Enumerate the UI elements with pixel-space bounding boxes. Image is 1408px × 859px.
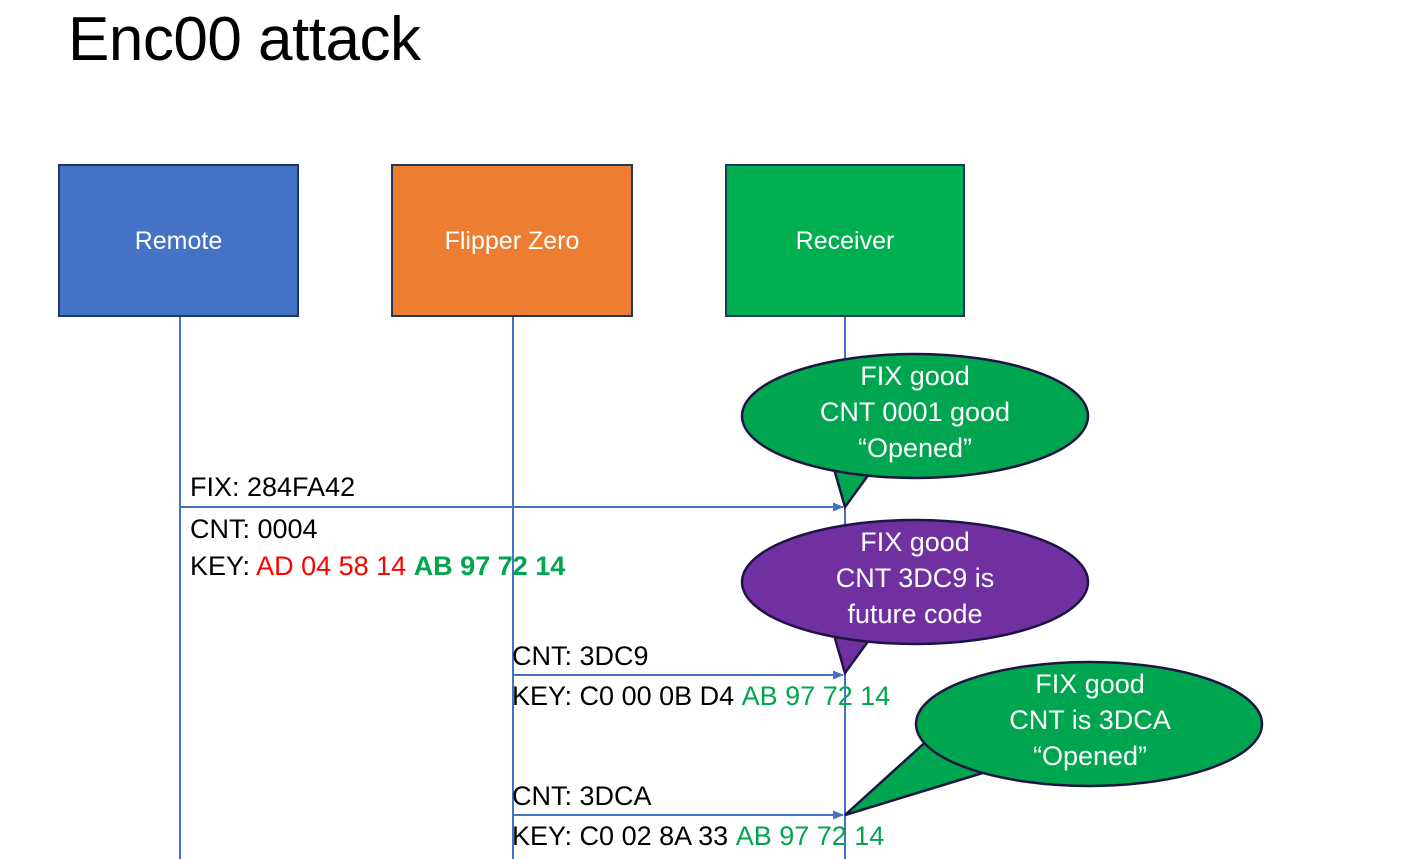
- key-red-bytes: AD 04 58 14: [256, 551, 407, 581]
- callout-bubble-2: [740, 518, 1090, 676]
- callout-line-2: CNT 0001 good: [819, 397, 1011, 427]
- page-title: Enc00 attack: [68, 5, 421, 74]
- key-prefix: KEY:: [512, 681, 580, 711]
- callout-line-1: FIX good: [1035, 669, 1145, 699]
- actor-box-remote[interactable]: Remote: [58, 164, 299, 317]
- key-space: [406, 551, 414, 581]
- key-prefix: KEY:: [190, 551, 257, 581]
- callout-text-1: FIX good CNT 0001 good “Opened”: [790, 358, 1040, 466]
- callout-line-2: CNT 3DC9 is: [835, 563, 995, 593]
- key-space: [728, 821, 736, 851]
- message-label-fix: FIX: 284FA42: [190, 472, 356, 502]
- key-green-bytes: AB 97 72 14: [735, 821, 885, 851]
- callout-text-2: FIX good CNT 3DC9 is future code: [790, 524, 1040, 632]
- actor-label-flipper: Flipper Zero: [444, 226, 580, 255]
- message-label-key-1: KEY: AD 04 58 14 AB 97 72 14: [190, 549, 565, 583]
- callout-line-3: future code: [847, 599, 983, 629]
- key-black-bytes: C0 02 8A 33: [579, 821, 729, 851]
- callout-text-3: FIX good CNT is 3DCA “Opened”: [965, 666, 1215, 774]
- actor-box-flipper[interactable]: Flipper Zero: [391, 164, 633, 317]
- message-label-key-2: KEY: C0 00 0B D4 AB 97 72 14: [512, 679, 890, 713]
- callout-line-3: “Opened”: [857, 433, 973, 463]
- key-prefix: KEY:: [512, 821, 580, 851]
- callout-line-1: FIX good: [860, 527, 970, 557]
- callout-line-2: CNT is 3DCA: [1009, 705, 1171, 735]
- key-green-bytes: AB 97 72 14: [413, 551, 566, 581]
- message-label-cnt-3dca: CNT: 3DCA: [512, 781, 652, 811]
- actor-box-receiver[interactable]: Receiver: [725, 164, 965, 317]
- key-black-bytes: C0 00 0B D4: [579, 681, 735, 711]
- message-label-key-3: KEY: C0 02 8A 33 AB 97 72 14: [512, 819, 884, 853]
- message-label-cnt-0004: CNT: 0004: [190, 514, 318, 544]
- callout-line-1: FIX good: [860, 361, 970, 391]
- callout-bubble-1: [740, 352, 1090, 510]
- actor-label-remote: Remote: [134, 226, 223, 255]
- key-space: [734, 681, 742, 711]
- message-label-cnt-3dc9: CNT: 3DC9: [512, 641, 649, 671]
- actor-label-receiver: Receiver: [795, 226, 895, 255]
- callout-line-3: “Opened”: [1032, 741, 1148, 771]
- callout-bubble-3: [844, 660, 1264, 817]
- key-green-bytes: AB 97 72 14: [741, 681, 891, 711]
